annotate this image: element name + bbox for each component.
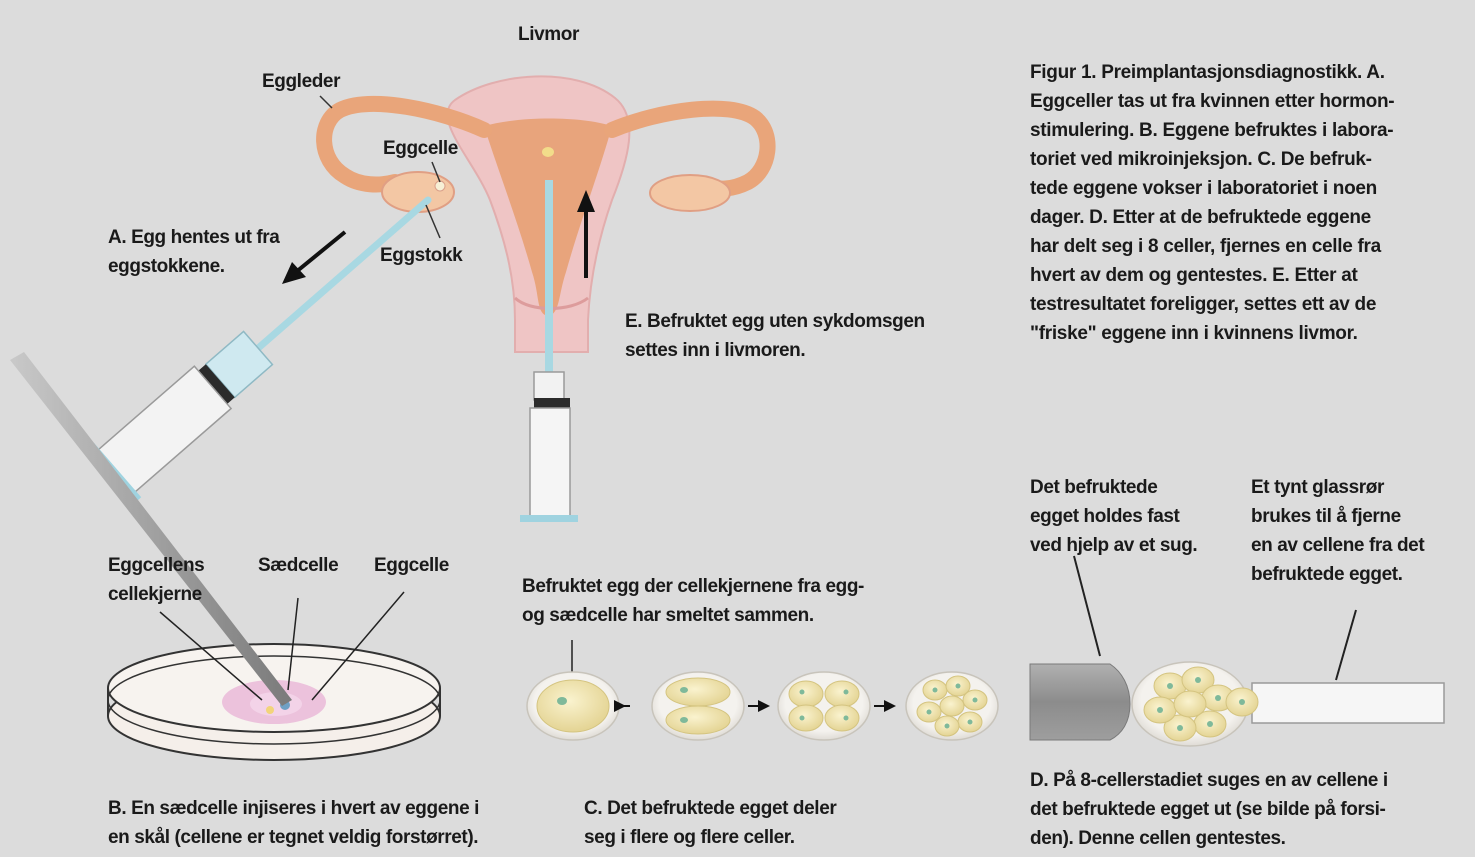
step-a-line-2: eggstokkene. [108,252,225,281]
fused-note-line-1: Befruktet egg der cellekjernene fra egg- [522,572,864,601]
implanted-egg [542,147,554,157]
embryo-4-cell [778,672,870,740]
right-ovary [650,175,730,211]
step-a-line-1: A. Egg hentes ut fra [108,223,279,252]
holding-note-line-3: ved hjelp av et sug. [1030,531,1197,560]
holding-note-line-2: egget holdes fast [1030,502,1179,531]
label-sperm: Sædcelle [258,551,338,580]
label-livmor: Livmor [518,20,579,49]
step-d-line-1: D. På 8-cellerstadiet suges en av cellen… [1030,766,1388,795]
step-e-line-1: E. Befruktet egg uten sykdomsgen [625,307,925,336]
glass-note-line-3: en av cellene fra det [1251,531,1424,560]
label-eggleder: Eggleder [262,67,340,96]
label-eggstokk: Eggstokk [380,241,462,270]
step-b-line-1: B. En sædcelle injiseres i hvert av egge… [108,794,479,823]
step-c-line-2: seg i flere og flere celler. [584,823,795,852]
step-d-line-2: det befruktede egget ut (se bilde på for… [1030,795,1385,824]
step-b-line-2: en skål (cellene er tegnet veldig forstø… [108,823,478,852]
label-eggcelle-ovary: Eggcelle [383,134,458,163]
glass-note-line-1: Et tynt glassrør [1251,473,1384,502]
embryo-8-cell [906,672,998,740]
label-nucleus-line-1: Eggcellens [108,551,204,580]
step-c-line-1: C. Det befruktede egget deler [584,794,836,823]
glass-note-line-4: befruktede egget. [1251,560,1403,589]
figure-caption: Figur 1. Preimplantasjonsdiagnostikk. A.… [1030,58,1460,348]
holding-pipette [1030,664,1130,740]
fused-note-line-2: og sædcelle har smeltet sammen. [522,601,814,630]
embryo-1-cell [527,672,619,740]
step-d-line-3: den). Denne cellen gentestes. [1030,824,1286,853]
caption-body: Preimplantasjonsdiagnostikk. A. Eggcelle… [1030,62,1394,344]
step-e-line-2: settes inn i livmoren. [625,336,805,365]
petri-dish [108,644,440,760]
holding-note-line-1: Det befruktede [1030,473,1157,502]
label-eggcelle-dish: Eggcelle [374,551,449,580]
label-nucleus-line-2: cellekjerne [108,580,202,609]
cell-division-sequence [527,640,998,740]
caption-prefix: Figur 1. [1030,62,1096,83]
ovary-egg [435,181,445,191]
embryo-2-cell [652,672,744,740]
glass-note-line-2: brukes til å fjerne [1251,502,1401,531]
glass-tube [1252,683,1444,723]
